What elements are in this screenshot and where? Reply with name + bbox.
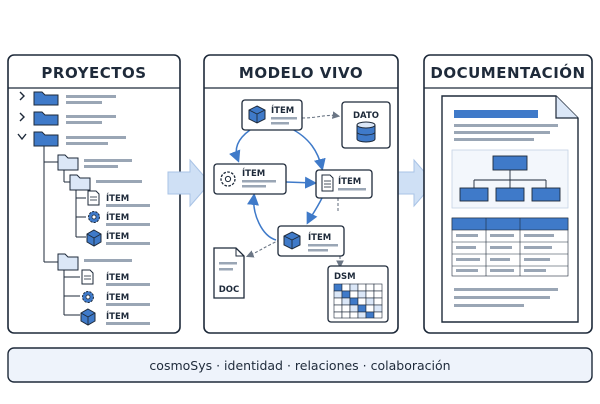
docs-title: DOCUMENTACIÓN — [430, 63, 585, 82]
cube-icon — [283, 231, 301, 250]
projects-title: PROYECTOS — [41, 64, 146, 82]
tree-lines — [43, 146, 86, 316]
folder-icon — [57, 154, 79, 171]
tree-item-6[interactable]: ÍTEM — [80, 308, 150, 326]
gear-icon — [88, 211, 100, 223]
tree-item-label: ÍTEM — [106, 230, 129, 242]
model-node-label: ÍTEM — [308, 231, 331, 243]
tree-item-label: ÍTEM — [106, 192, 129, 204]
model-panel: MODELO VIVO ÍTEM — [203, 54, 399, 334]
model-title: MODELO VIVO — [239, 64, 363, 82]
model-node-2[interactable]: ÍTEM — [213, 163, 287, 195]
chevron-right-icon[interactable] — [19, 112, 25, 122]
tree-item-2[interactable]: ÍTEM — [88, 211, 151, 226]
folder-icon — [33, 131, 59, 147]
folder-icon — [33, 111, 59, 126]
flow-arrow-1 — [167, 158, 211, 208]
model-node-label: ÍTEM — [271, 104, 294, 116]
tree-item-3[interactable]: ÍTEM — [86, 229, 150, 247]
model-node-4[interactable]: ÍTEM — [277, 225, 345, 257]
folder-icon — [57, 253, 79, 271]
doc-label: DOC — [219, 285, 240, 295]
model-node-label: ÍTEM — [338, 175, 361, 187]
model-node-label: ÍTEM — [242, 167, 265, 179]
footer-bar: cosmoSys · identidad · relaciones · cola… — [7, 347, 593, 383]
model-node-3[interactable]: ÍTEM — [315, 169, 373, 199]
footer-text: cosmoSys · identidad · relaciones · cola… — [149, 358, 450, 373]
tree-subfolder-1[interactable] — [57, 154, 132, 171]
cube-icon — [86, 229, 102, 247]
dsm-matrix[interactable]: DSM — [327, 265, 389, 323]
dsm-grid — [333, 283, 383, 319]
tree-row-2[interactable] — [19, 111, 116, 126]
database-icon — [356, 121, 376, 143]
tree-item-1[interactable]: ÍTEM — [87, 190, 150, 207]
chevron-down-icon[interactable] — [17, 133, 27, 141]
folder-icon — [69, 174, 91, 191]
gear-icon — [82, 291, 94, 303]
gear-icon — [220, 171, 236, 187]
document-icon — [321, 174, 334, 192]
document-page[interactable] — [441, 95, 579, 323]
tree-subfolder-2[interactable] — [69, 174, 142, 191]
dato-box[interactable]: DATO — [341, 101, 391, 149]
cube-icon — [248, 105, 266, 124]
cube-icon — [80, 308, 96, 326]
document-icon — [81, 269, 94, 285]
tree-subfolder-3[interactable] — [57, 253, 132, 271]
document-icon — [87, 190, 100, 206]
dato-label: DATO — [353, 111, 379, 121]
tree-row-1[interactable] — [19, 91, 116, 106]
doc-table — [451, 217, 569, 277]
tree-item-label: ÍTEM — [106, 291, 129, 303]
dsm-label: DSM — [334, 272, 356, 282]
tree-row-3[interactable] — [17, 131, 126, 147]
chevron-right-icon[interactable] — [19, 91, 25, 101]
tree-item-label: ÍTEM — [106, 271, 129, 283]
doc-org-chart — [451, 149, 569, 209]
model-node-1[interactable]: ÍTEM — [241, 99, 303, 131]
folder-icon — [33, 91, 59, 106]
projects-panel: PROYECTOS — [7, 54, 181, 334]
doc-file[interactable]: DOC — [213, 247, 245, 299]
tree-item-label: ÍTEM — [106, 211, 129, 223]
docs-panel: DOCUMENTACIÓN — [423, 54, 593, 334]
tree-item-4[interactable]: ÍTEM — [81, 269, 150, 286]
tree-item-label: ÍTEM — [106, 310, 129, 322]
tree-item-5[interactable]: ÍTEM — [82, 291, 151, 306]
